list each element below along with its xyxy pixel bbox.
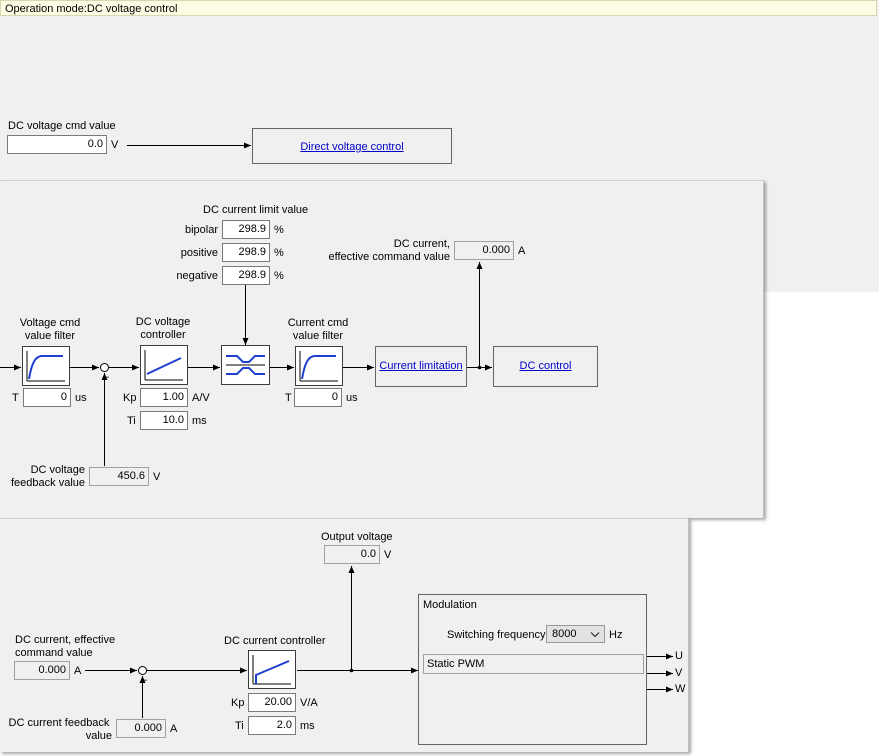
output-voltage-label: Output voltage xyxy=(321,531,393,543)
pwm-mode-label: Static PWM xyxy=(427,658,485,670)
positive-unit: % xyxy=(274,247,284,259)
dc-control-box: DC control xyxy=(493,346,598,387)
current-controller-block xyxy=(248,650,296,689)
output-voltage-unit: V xyxy=(384,549,392,561)
direct-voltage-control-box: Direct voltage control xyxy=(252,128,452,164)
switching-frequency-value: 8000 xyxy=(552,628,577,640)
current-ti-input[interactable]: 2.0 xyxy=(248,716,296,735)
bottom-eff-cmd-label1: DC current, effective xyxy=(15,634,116,646)
current-ti-label: Ti xyxy=(235,720,244,732)
current-eff-cmd-value: 0.000 xyxy=(454,241,514,260)
current-limitation-box: Current limitation xyxy=(375,346,467,387)
current-limit-heading: DC current limit value xyxy=(203,204,309,216)
switching-frequency-label: Switching frequency xyxy=(447,629,546,641)
current-filter-label2: value filter xyxy=(292,330,344,342)
output-voltage-value: 0.0 xyxy=(324,545,380,564)
current-eff-cmd-unit: A xyxy=(518,245,526,257)
current-filter-t-input[interactable]: 0 xyxy=(294,388,342,407)
output-v-label: V xyxy=(675,667,683,679)
current-controller-label: DC current controller xyxy=(224,635,326,647)
dc-voltage-cmd-unit: V xyxy=(111,139,119,151)
current-eff-cmd-label1: DC current, xyxy=(393,238,450,250)
voltage-filter-label1: Voltage cmd xyxy=(19,317,81,329)
voltage-feedback-unit: V xyxy=(153,471,161,483)
current-limitation-link[interactable]: Current limitation xyxy=(379,360,463,372)
modulation-heading: Modulation xyxy=(423,599,477,611)
current-ti-unit: ms xyxy=(300,720,315,732)
pi-controller-icon xyxy=(144,350,183,381)
switching-frequency-select[interactable]: 8000 xyxy=(546,625,605,643)
current-kp-label: Kp xyxy=(231,697,245,709)
voltage-controller-label2: controller xyxy=(140,329,186,341)
current-filter-label1: Current cmd xyxy=(287,317,349,329)
negative-limit-input[interactable]: 298.9 xyxy=(222,266,270,285)
current-kp-input[interactable]: 20.00 xyxy=(248,693,296,712)
switching-frequency-unit: Hz xyxy=(609,629,623,641)
bipolar-label: bipolar xyxy=(184,224,218,236)
current-limiter-block xyxy=(221,345,270,385)
lowpass-curve-icon xyxy=(299,351,338,382)
voltage-filter-block xyxy=(22,346,70,386)
voltage-ti-input[interactable]: 10.0 xyxy=(140,411,188,430)
operation-mode-title: Operation mode:DC voltage control xyxy=(0,0,877,16)
bottom-eff-cmd-value: 0.000 xyxy=(14,661,70,680)
dc-voltage-cmd-input[interactable]: 0.0 xyxy=(7,135,107,154)
voltage-filter-t-input[interactable]: 0 xyxy=(23,388,71,407)
voltage-kp-unit: A/V xyxy=(192,392,210,404)
current-filter-block xyxy=(295,346,343,386)
direct-voltage-control-link[interactable]: Direct voltage control xyxy=(300,141,404,153)
voltage-feedback-label1: DC voltage xyxy=(30,464,85,476)
limiter-icon xyxy=(226,355,265,375)
voltage-filter-t-unit: us xyxy=(75,392,87,404)
voltage-ti-label: Ti xyxy=(127,415,136,427)
bipolar-limit-input[interactable]: 298.9 xyxy=(222,220,270,239)
voltage-ti-unit: ms xyxy=(192,415,207,427)
positive-limit-input[interactable]: 298.9 xyxy=(222,243,270,262)
bottom-eff-cmd-unit: A xyxy=(74,665,82,677)
current-eff-cmd-label2: effective command value xyxy=(328,251,450,263)
current-feedback-label1: DC current feedback xyxy=(8,717,110,729)
current-feedback-value: 0.000 xyxy=(116,719,166,738)
output-u-label: U xyxy=(675,650,683,662)
voltage-kp-input[interactable]: 1.00 xyxy=(140,388,188,407)
voltage-controller-block xyxy=(140,345,188,385)
bottom-eff-cmd-label2: command value xyxy=(15,647,93,659)
positive-label: positive xyxy=(180,247,218,259)
current-filter-t-unit: us xyxy=(346,392,358,404)
lowpass-curve-icon xyxy=(26,351,65,382)
current-feedback-label2: value xyxy=(85,730,112,742)
current-kp-unit: V/A xyxy=(300,697,318,709)
pwm-mode-box: Static PWM xyxy=(423,654,644,674)
dc-voltage-cmd-label: DC voltage cmd value xyxy=(8,120,116,132)
bipolar-unit: % xyxy=(274,224,284,236)
voltage-controller-label1: DC voltage xyxy=(135,316,191,328)
negative-label: negative xyxy=(176,270,218,282)
voltage-kp-label: Kp xyxy=(123,392,137,404)
dc-control-link[interactable]: DC control xyxy=(519,360,572,372)
voltage-feedback-value: 450.6 xyxy=(89,467,149,486)
current-filter-t-label: T xyxy=(285,392,292,404)
negative-unit: % xyxy=(274,270,284,282)
voltage-filter-t-label: T xyxy=(12,392,19,404)
voltage-filter-label2: value filter xyxy=(24,330,76,342)
voltage-feedback-label2: feedback value xyxy=(11,477,85,489)
output-w-label: W xyxy=(675,683,686,695)
current-feedback-unit: A xyxy=(170,723,178,735)
pi-step-controller-icon xyxy=(252,655,291,685)
chevron-down-icon xyxy=(590,632,600,638)
